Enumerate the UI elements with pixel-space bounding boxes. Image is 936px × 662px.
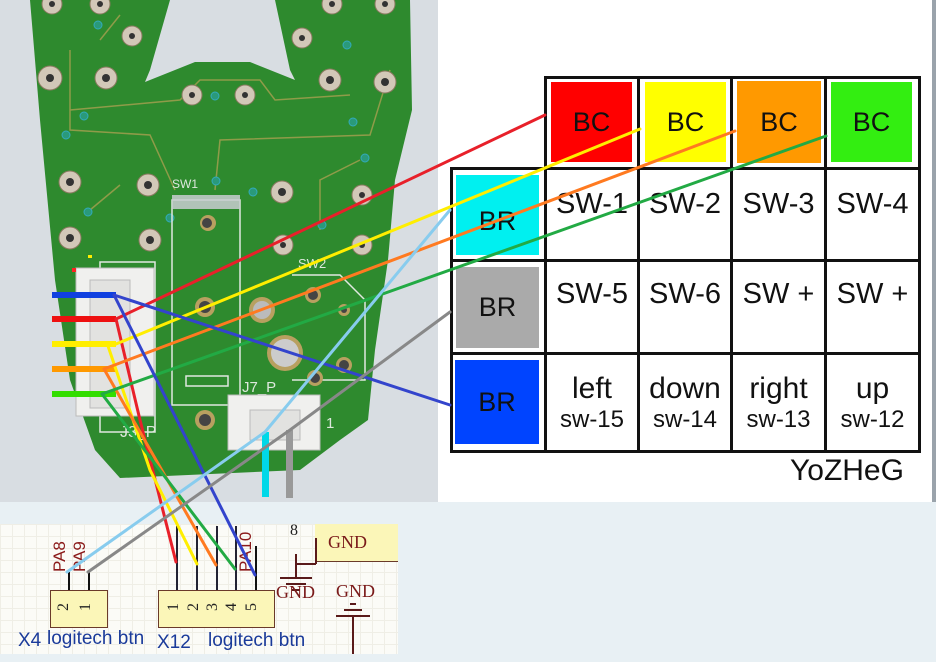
x12-ref: X12 (157, 632, 191, 653)
cell-sw-plus-1: SW + (730, 259, 827, 355)
x4-pin-line (88, 572, 90, 590)
bc-yellow-chip: BC (645, 82, 726, 162)
pcb-photo: SW1 SW2 J3_P J7_P 1 (0, 0, 438, 502)
gnd-port-label: GND (328, 532, 367, 552)
schematic-fragment: 2 1 PA8 PA9 X4 logitech btn 1 2 3 4 5 PA… (0, 522, 398, 654)
cell-sw-1: SW-1 (544, 167, 640, 262)
bc-orange-chip: BC (737, 81, 821, 163)
cell-sublabel: sw-14 (652, 405, 718, 433)
cell-label: SW-3 (742, 188, 815, 220)
cell-label: SW-5 (556, 278, 628, 310)
silk-pin1: 1 (326, 415, 334, 432)
cell-label: SW + (836, 278, 909, 310)
cell-label: down (649, 371, 721, 405)
x12-connector-box (158, 590, 275, 628)
cell-sw-6: SW-6 (637, 259, 733, 355)
cell-label: right (749, 371, 808, 405)
j3-pin-red (52, 316, 116, 322)
j3-pin-yellow (52, 341, 116, 347)
x12-name: logitech btn (208, 630, 306, 651)
j3-pin-orange (52, 366, 116, 372)
cell-label: SW-1 (556, 188, 628, 220)
cell-label: SW-2 (649, 188, 721, 220)
cell-label: SW + (742, 278, 815, 310)
panel-edge (932, 0, 936, 502)
gnd-symbol-label-2: GND (336, 581, 375, 601)
gnd-symbol-2-icon (336, 603, 370, 654)
x4-name: logitech btn (47, 628, 145, 649)
br-blue-chip: BR (455, 360, 539, 444)
x12-pin-line (176, 526, 178, 590)
cell-sw-4: SW-4 (824, 167, 921, 262)
silk-j7: J7_P (242, 379, 276, 396)
net-label-pa10: PA10 (236, 531, 255, 572)
silk-sw2: SW2 (298, 256, 326, 271)
cell-sw-5: SW-5 (544, 259, 640, 355)
net-label-pa9: PA9 (70, 541, 89, 572)
board-cutout (145, 0, 295, 82)
x4-pin-label: 2 (55, 603, 72, 611)
br-cyan-chip: BR (456, 175, 539, 255)
j3-pin-blue (52, 292, 116, 298)
br-cyan-label: BR (478, 205, 517, 236)
br-grey-chip: BR (456, 267, 539, 348)
bc-green-chip: BC (831, 82, 912, 162)
cell-label: up (855, 371, 890, 405)
cell-label: SW-6 (649, 278, 721, 310)
cell-sw-3: SW-3 (730, 167, 827, 262)
cell-sw-plus-2: SW + (824, 259, 921, 355)
cell-label: SW-4 (836, 188, 909, 220)
x12-pin-label: 2 (185, 603, 202, 611)
pcb-illustration: SW1 SW2 J3_P J7_P 1 (0, 0, 438, 502)
silk-sw1: SW1 (172, 177, 198, 191)
silk-j3: J3_P (120, 424, 156, 441)
cell-sublabel: sw-12 (840, 405, 905, 433)
j7-wire-cyan (262, 432, 269, 497)
x4-pin-line (68, 572, 70, 590)
x4-connector-box (50, 590, 108, 628)
x12-pin-line (196, 526, 198, 590)
x12-pin-label: 4 (223, 603, 240, 611)
j7-wire-grey (286, 430, 293, 498)
x12-pin-label: 5 (243, 603, 260, 611)
x4-ref: X4 (18, 630, 42, 651)
x4-pin-label: 1 (77, 603, 94, 611)
cell-sublabel: sw-15 (559, 405, 625, 433)
gnd-symbol-label-1: GND (276, 582, 315, 602)
net-label-pa8: PA8 (50, 541, 69, 572)
x12-pin-label: 3 (204, 603, 221, 611)
sw1-tape (172, 195, 240, 209)
x12-pin-label: 1 (165, 603, 182, 611)
j3-pin-green (52, 391, 116, 397)
cell-sw-2: SW-2 (637, 167, 733, 262)
cell-label: left (571, 371, 613, 405)
cell-sublabel: sw-13 (746, 405, 811, 433)
author-signature: YoZHeG (790, 454, 904, 487)
x12-pin-line (216, 526, 218, 590)
bc-red-chip: BC (551, 82, 632, 162)
